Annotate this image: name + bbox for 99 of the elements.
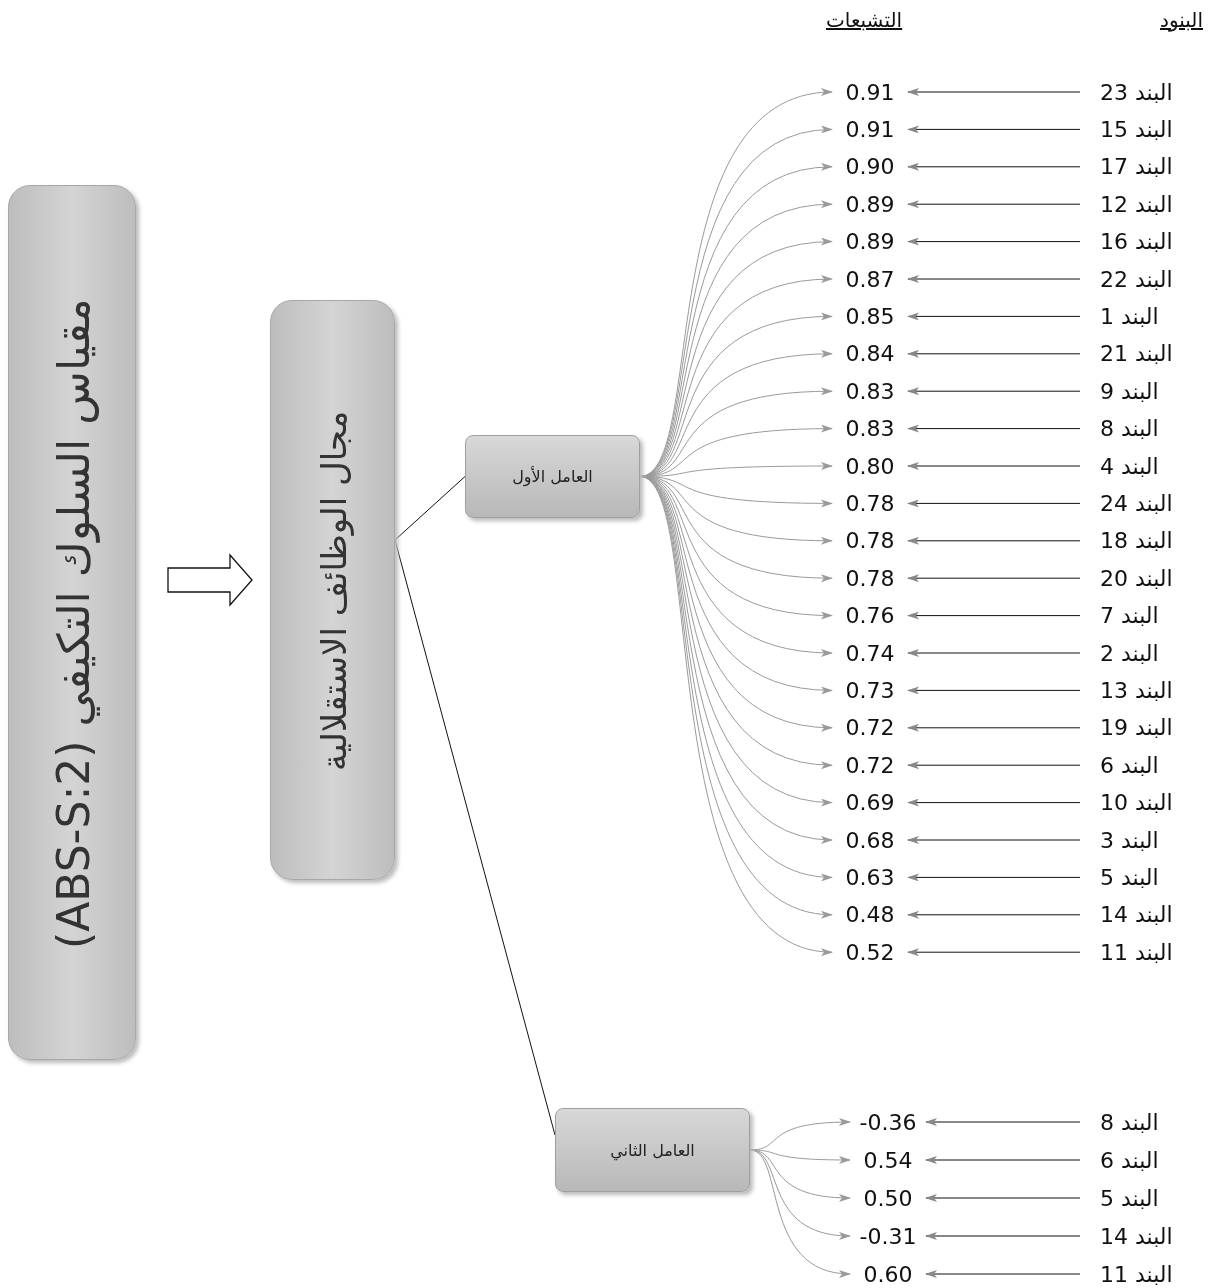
loading-value: 0.48 [832, 898, 908, 931]
column-header: البنود [1160, 8, 1203, 32]
item-label: البند 13 [1100, 674, 1222, 707]
loading-value: 0.83 [832, 375, 908, 408]
arrow [907, 125, 1081, 134]
arrow [907, 686, 1081, 695]
arrow [907, 312, 1081, 321]
arrow [907, 798, 1081, 807]
arrow [925, 1232, 1081, 1240]
loading-value: 0.73 [832, 674, 908, 707]
item-label: البند 24 [1100, 487, 1222, 520]
arrow [907, 499, 1081, 508]
loading-value: 0.85 [832, 300, 908, 333]
item-label: البند 22 [1100, 263, 1222, 295]
connector-line [394, 476, 466, 541]
arrow [907, 237, 1081, 246]
arrow [907, 200, 1081, 209]
item-label: البند 17 [1100, 150, 1222, 183]
loading-value: 0.72 [832, 711, 908, 744]
loading-value: 0.89 [832, 188, 908, 221]
arrow [907, 349, 1081, 358]
arrow [907, 948, 1081, 957]
loading-value: 0.50 [850, 1182, 926, 1214]
rounded-box [270, 300, 395, 880]
box-title: مقياس السلوك التكيفي (ABS-S:2) [47, 298, 99, 949]
arrow [925, 1194, 1081, 1202]
item-label: البند 14 [1100, 1220, 1222, 1252]
loading-value: 0.54 [850, 1144, 926, 1176]
item-label: البند 12 [1100, 188, 1222, 221]
loading-value: 0.78 [832, 562, 908, 595]
connector-line [394, 539, 556, 1136]
item-label: البند 8 [1100, 412, 1222, 445]
item-label: البند 6 [1100, 749, 1222, 782]
item-label: البند 8 [1100, 1106, 1222, 1138]
arrow [907, 462, 1081, 470]
arrow [907, 162, 1081, 171]
item-label: البند 10 [1100, 786, 1222, 819]
arrow [907, 387, 1081, 396]
item-label: البند 16 [1100, 225, 1222, 258]
arrow [907, 910, 1081, 919]
arrow [925, 1118, 1081, 1126]
loading-value: 0.80 [832, 450, 908, 482]
arrow [907, 574, 1081, 583]
arrow [907, 761, 1081, 770]
arrow [907, 536, 1081, 545]
loading-value: 0.74 [832, 637, 908, 669]
rounded-box [8, 185, 136, 1060]
arrow [907, 873, 1081, 882]
loading-value: 0.83 [832, 412, 908, 445]
item-label: البند 1 [1100, 300, 1222, 333]
arrow [907, 424, 1081, 433]
item-label: البند 14 [1100, 898, 1222, 931]
arrow [907, 611, 1081, 620]
factor-box: العامل الثاني [555, 1108, 750, 1192]
loading-value: 0.60 [850, 1258, 926, 1288]
loading-value: 0.78 [832, 487, 908, 520]
item-label: البند 23 [1100, 76, 1222, 108]
arrow [907, 649, 1081, 657]
arrow [907, 723, 1081, 732]
loading-value: 0.84 [832, 337, 908, 370]
item-label: البند 15 [1100, 113, 1222, 146]
loading-value: 0.90 [832, 150, 908, 183]
arrow [907, 836, 1081, 844]
loading-value: -0.36 [850, 1106, 926, 1138]
item-label: البند 20 [1100, 562, 1222, 595]
arrow [907, 88, 1081, 96]
loading-value: 0.91 [832, 113, 908, 146]
arrow [925, 1270, 1081, 1278]
loading-value: -0.31 [850, 1220, 926, 1252]
loading-value: 0.72 [832, 749, 908, 782]
loading-value: 0.78 [832, 524, 908, 557]
item-label: البند 5 [1100, 861, 1222, 894]
box-title: مجال الوظائف الاستقلالية [313, 410, 354, 771]
column-header: التشبعات [826, 8, 903, 32]
block-arrow [167, 553, 253, 607]
item-label: البند 3 [1100, 824, 1222, 856]
item-label: البند 19 [1100, 711, 1222, 744]
arrow [925, 1156, 1081, 1164]
arrow [907, 275, 1081, 283]
loading-value: 0.63 [832, 861, 908, 894]
loading-value: 0.89 [832, 225, 908, 258]
loading-value: 0.76 [832, 599, 908, 632]
item-label: البند 7 [1100, 599, 1222, 632]
loading-value: 0.87 [832, 263, 908, 295]
item-label: البند 11 [1100, 1258, 1222, 1288]
item-label: البند 6 [1100, 1144, 1222, 1176]
loading-value: 0.91 [832, 76, 908, 108]
item-label: البند 18 [1100, 524, 1222, 557]
item-label: البند 11 [1100, 936, 1222, 969]
item-label: البند 21 [1100, 337, 1222, 370]
curved-arrow [749, 1118, 851, 1151]
factor-box: العامل الأول [465, 435, 640, 518]
item-label: البند 5 [1100, 1182, 1222, 1214]
item-label: البند 4 [1100, 450, 1222, 482]
loading-value: 0.69 [832, 786, 908, 819]
item-label: البند 9 [1100, 375, 1222, 408]
loading-value: 0.68 [832, 824, 908, 856]
item-label: البند 2 [1100, 637, 1222, 669]
loading-value: 0.52 [832, 936, 908, 969]
